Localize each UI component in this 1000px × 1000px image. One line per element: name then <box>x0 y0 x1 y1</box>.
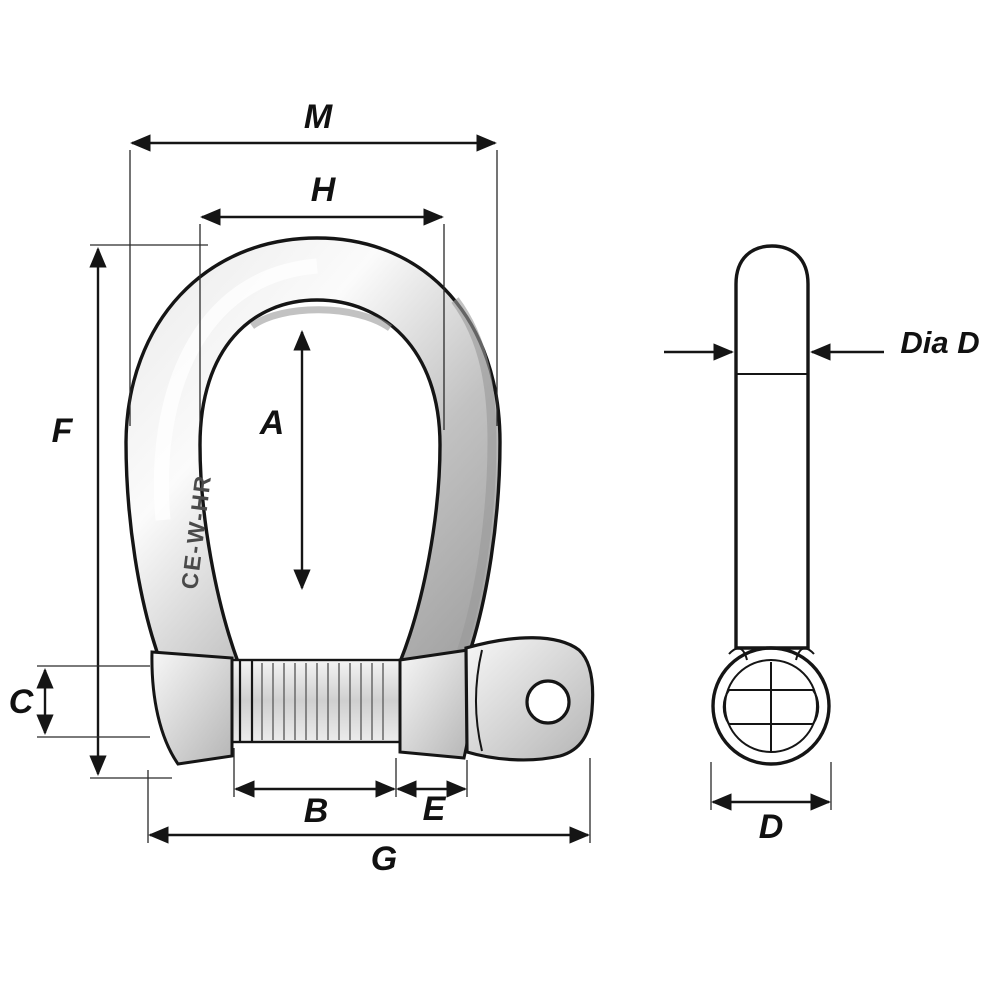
dim-label-h: H <box>311 171 337 209</box>
dimension-dia-d: Dia D <box>664 325 980 361</box>
dim-label-dia-d: Dia D <box>900 325 979 360</box>
pin-head-eye <box>464 636 595 762</box>
pin-neck-flare-left <box>728 647 748 661</box>
dimension-g: G <box>147 758 591 878</box>
pin-head-through-hole <box>722 662 820 752</box>
bow-shadow-arc <box>249 306 393 331</box>
dim-label-e: E <box>423 790 447 828</box>
dimension-f: F <box>52 244 208 779</box>
dim-label-m: M <box>304 98 333 136</box>
left-leg-boss <box>150 650 234 766</box>
pin-side-view <box>711 244 831 766</box>
dim-label-b: B <box>304 792 329 830</box>
dimension-e: E <box>396 760 468 828</box>
dim-label-c: C <box>9 683 34 721</box>
pin-head-circle <box>711 646 831 766</box>
dim-label-d: D <box>759 808 784 846</box>
dimension-h: H <box>199 171 445 430</box>
bow-highlight <box>153 258 318 521</box>
shackle-front-view: CE-W-HR <box>124 236 595 766</box>
pin-neck-flare-right <box>795 647 815 661</box>
right-leg-boss <box>398 648 473 760</box>
pin-eye-hole <box>525 679 571 725</box>
dim-label-g: G <box>371 840 397 878</box>
shackle-bow-body <box>124 236 502 668</box>
pin-shaft <box>734 244 810 650</box>
dimension-b: B <box>233 748 397 830</box>
dimension-m: M <box>129 98 498 426</box>
dimensions-front-view: M H A F C <box>9 98 591 878</box>
dimension-c: C <box>9 665 150 738</box>
dim-label-a: A <box>259 404 285 442</box>
screw-pin-threaded-section <box>226 658 406 744</box>
dimension-a: A <box>259 330 311 590</box>
bow-shadow-right <box>451 297 497 660</box>
dimension-d: D <box>710 762 832 846</box>
dimensions-side-view: Dia D D <box>664 325 980 846</box>
dim-label-f: F <box>52 412 74 450</box>
